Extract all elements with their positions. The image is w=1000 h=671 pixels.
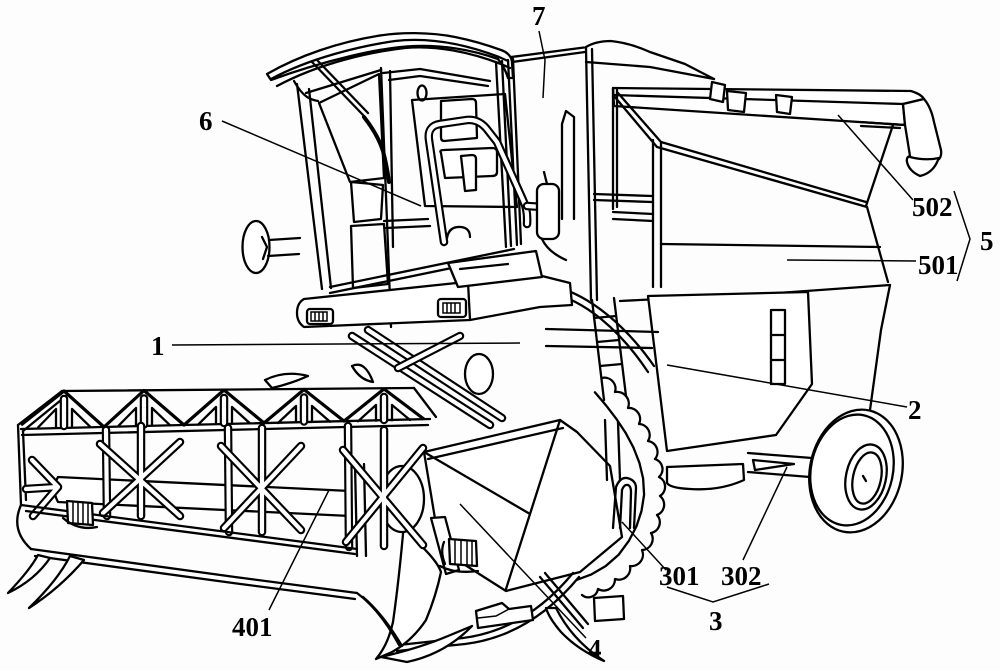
svg-text:4: 4 <box>588 634 602 664</box>
svg-text:1: 1 <box>151 331 165 361</box>
svg-text:2: 2 <box>908 395 922 425</box>
svg-text:501: 501 <box>918 250 959 280</box>
svg-text:401: 401 <box>232 612 273 642</box>
svg-text:6: 6 <box>199 106 213 136</box>
svg-text:302: 302 <box>721 561 762 591</box>
svg-text:301: 301 <box>659 561 700 591</box>
svg-text:502: 502 <box>912 192 953 222</box>
svg-text:3: 3 <box>709 606 723 636</box>
svg-text:7: 7 <box>532 1 546 31</box>
svg-text:5: 5 <box>980 226 994 256</box>
